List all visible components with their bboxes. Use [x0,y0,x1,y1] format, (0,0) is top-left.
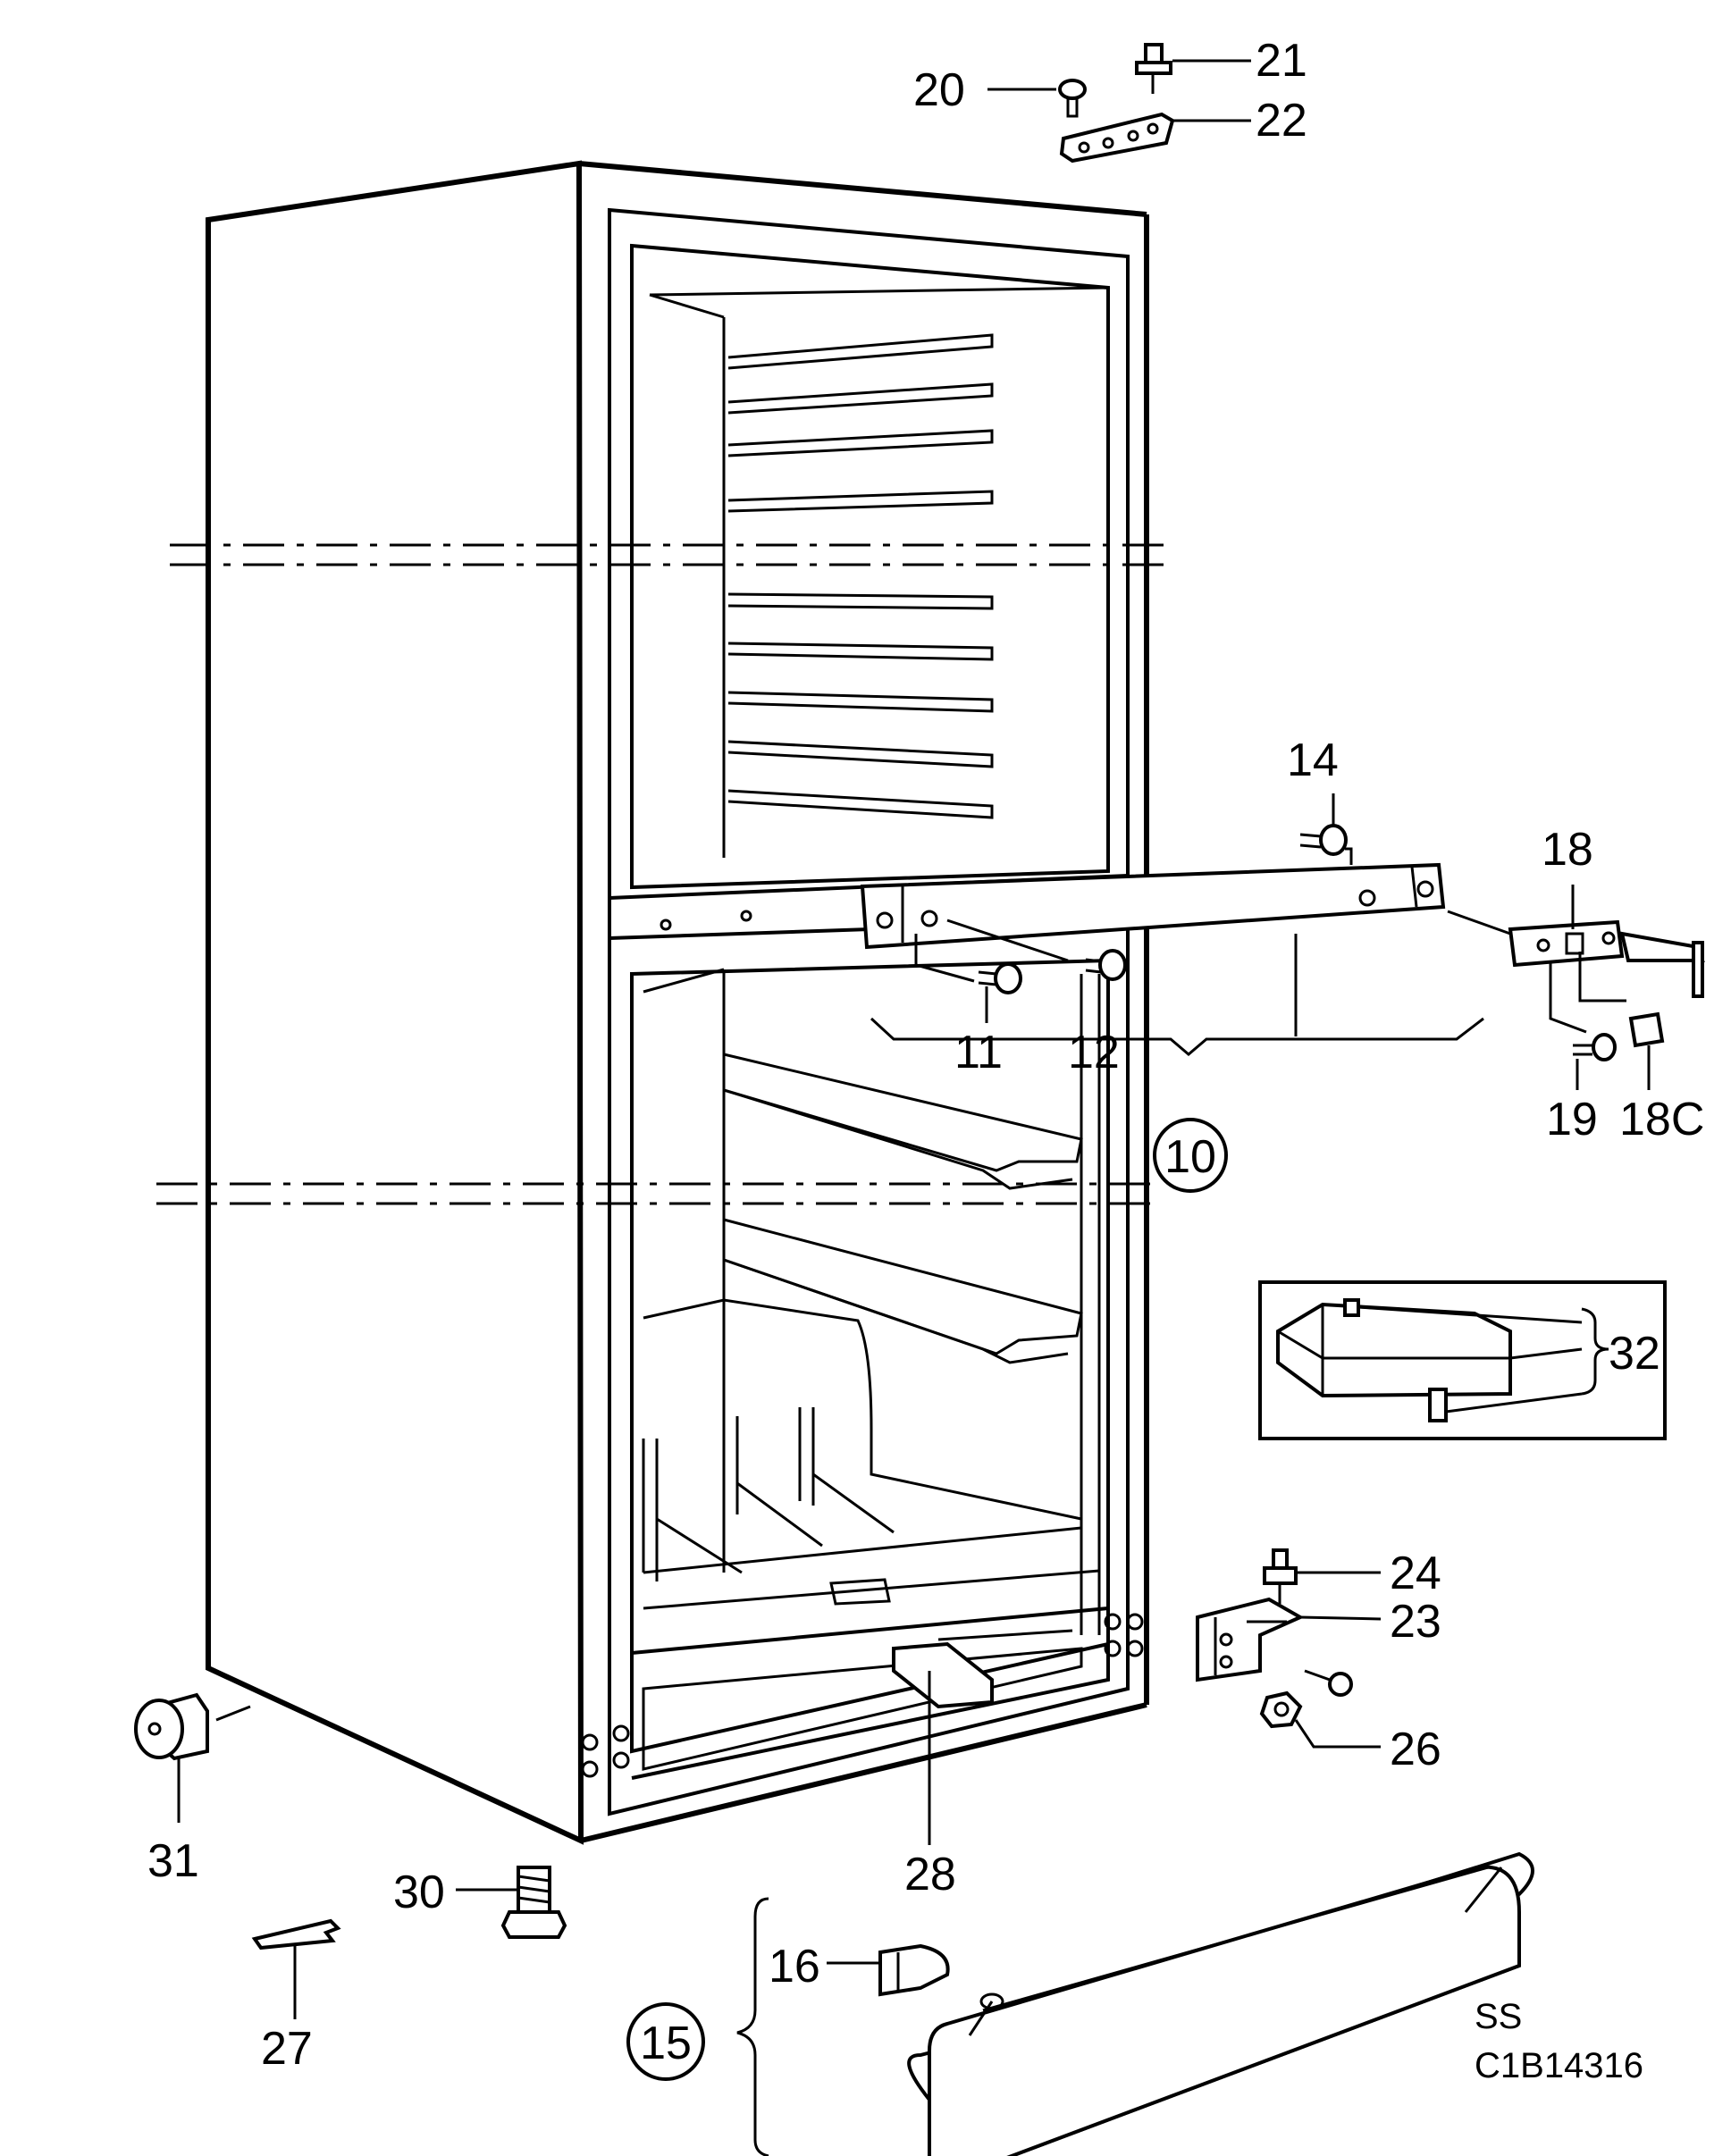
callout-12: 12 [1068,1027,1120,1078]
callout-24: 24 [1390,1548,1441,1599]
callout-26: 26 [1390,1724,1441,1775]
callout-16: 16 [769,1941,820,1992]
foot-31-icon [134,1692,251,1823]
callout-10-circle [1153,1118,1228,1193]
callout-30: 30 [393,1867,445,1918]
bottom-hinge-icon [1196,1548,1382,1749]
group-15-brace [736,1897,769,2156]
callout-28: 28 [904,1849,956,1900]
callout-23: 23 [1390,1596,1441,1648]
callout-27: 27 [261,2023,313,2075]
hinge-bar-assembly [860,862,1484,1056]
callout-18: 18 [1542,824,1593,876]
freezer-shelf-rails [727,333,994,819]
callout-22: 22 [1256,95,1307,147]
clip-27-icon [251,1918,341,2019]
top-hinge-parts [987,43,1251,164]
footer-code: SS [1475,1997,1522,2036]
callout-20: 20 [913,64,965,116]
hinge-18-icon [1447,885,1705,1034]
screw-11-icon [914,934,1022,1023]
callout-labels: 20 21 22 14 18 11 12 19 18C 10 32 24 23 … [147,35,1704,2085]
callout-14: 14 [1287,734,1339,786]
foam-pad-32-icon [1258,1280,1667,1440]
callout-10: 10 [1164,1131,1216,1183]
refrigerator-cabinet [156,160,1171,1845]
screw-12-icon [946,919,1127,1023]
callout-11: 11 [954,1027,1003,1078]
screw-14-icon [1299,793,1353,865]
callout-21: 21 [1256,35,1307,87]
drawing-number: C1B14316 [1475,2046,1643,2085]
part-18c-icon [1628,1011,1665,1090]
bolt-30-icon [456,1866,567,1939]
callout-19: 19 [1546,1094,1598,1145]
door-handle-15-icon [907,1851,1534,2156]
fridge-shelf-rails [723,1053,1083,1364]
callout-15: 15 [640,2018,692,2069]
callout-31: 31 [147,1835,199,1887]
callout-18c: 18C [1619,1094,1704,1145]
end-cap-16-icon [827,1943,950,1997]
screw-19-icon [1573,1033,1617,1090]
callout-32: 32 [1609,1328,1660,1380]
callout-15-circle [626,2002,705,2081]
